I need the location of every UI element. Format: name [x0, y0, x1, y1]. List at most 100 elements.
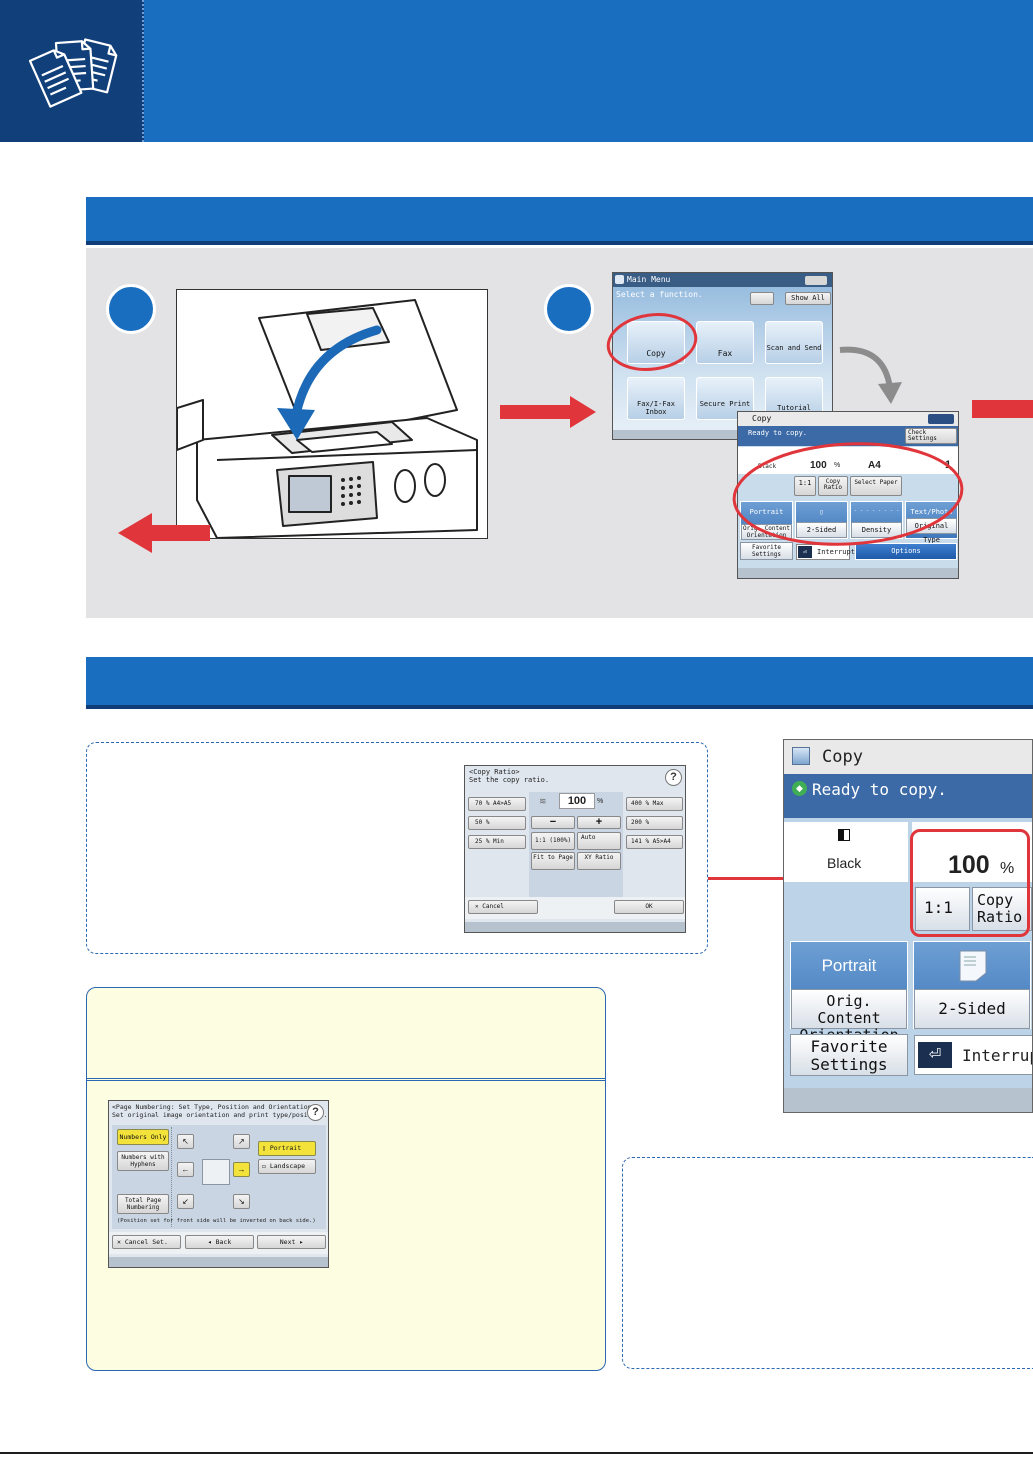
copy-ratio-button[interactable]: Copy Ratio: [818, 476, 848, 496]
landscape-button[interactable]: ▭ Landscape: [258, 1159, 316, 1174]
page-numbering-subtitle: Set original image orientation and print…: [112, 1111, 328, 1119]
orig-content-orientation-label: Orig. Content Orientation: [791, 989, 907, 1044]
portrait-button[interactable]: ▯ Portrait: [258, 1141, 316, 1156]
plus-button[interactable]: +: [577, 816, 621, 829]
portrait-label: Portrait: [821, 956, 877, 975]
preset-25-button[interactable]: 25 % Min: [468, 835, 526, 849]
back-arrow-icon: ◂: [207, 1238, 216, 1246]
curved-arrow: [839, 346, 902, 404]
copy-large-screen: Copy ◆ Ready to copy. Black 100 % 1:1 Co…: [783, 739, 1033, 1113]
next-button[interactable]: Next ▸: [257, 1235, 326, 1249]
footer-rule: [0, 1452, 1033, 1454]
options-divider: [171, 1127, 172, 1227]
ok-button[interactable]: OK: [614, 900, 684, 914]
copy-ratio-subtitle: Set the copy ratio.: [469, 776, 550, 784]
red-arrow-right-edge: [972, 400, 1033, 418]
preset-50-button[interactable]: 50 %: [468, 816, 526, 830]
show-all-button[interactable]: Show All: [785, 292, 831, 305]
top-right-position-icon[interactable]: ↗: [233, 1134, 250, 1149]
log-off-icon[interactable]: [805, 276, 827, 285]
one-to-one-button[interactable]: 1:1: [794, 476, 816, 496]
check-settings-button[interactable]: Check Settings: [905, 428, 957, 444]
density-button[interactable]: - - - - - - - - Density: [850, 501, 903, 539]
color-mode-label: Black: [827, 855, 862, 871]
copier-drawing: [176, 299, 478, 539]
select-paper-button[interactable]: Select Paper: [850, 476, 902, 496]
ready-icon: ◆: [792, 781, 807, 796]
one-to-one-button[interactable]: 1:1: [915, 887, 970, 931]
copy-large-status: Ready to copy.: [812, 780, 947, 799]
cancel-settings-button[interactable]: ✕ Cancel Set.: [112, 1235, 181, 1249]
landscape-icon: ▭: [262, 1162, 270, 1170]
one-to-one-button[interactable]: 1:1 (100%): [531, 832, 575, 850]
left-position-icon[interactable]: ←: [177, 1162, 194, 1177]
paper-size: A4: [868, 460, 881, 471]
xy-ratio-button[interactable]: XY Ratio: [577, 852, 621, 870]
two-sided-label: 2-Sided: [796, 522, 847, 538]
preset-200-button[interactable]: 200 %: [626, 816, 683, 830]
right-position-icon[interactable]: →: [233, 1162, 250, 1177]
ratio-unit: %: [1000, 860, 1015, 877]
home-icon: [615, 275, 624, 284]
top-left-position-icon[interactable]: ↖: [177, 1134, 194, 1149]
ratio-cell: [912, 822, 1032, 882]
ratio-value: 100: [948, 851, 990, 879]
ratio-adjust-icon: ≋: [539, 796, 547, 806]
fax-inbox-tile[interactable]: Fax/I-Fax Inbox: [627, 377, 685, 420]
minus-button[interactable]: −: [531, 816, 575, 829]
status-bar: [784, 1088, 1032, 1112]
bottom-left-position-icon[interactable]: ↙: [177, 1194, 194, 1209]
preset-141-button[interactable]: 141 % A5>A4: [626, 835, 683, 849]
ratio-highlight-box: [910, 829, 1030, 937]
tip-divider: [87, 1078, 605, 1081]
page-preview-icon: [202, 1159, 230, 1185]
log-off-icon[interactable]: [928, 414, 954, 424]
inversion-note: (Position set for front side will be inv…: [117, 1218, 316, 1224]
two-sided-label: 2-Sided: [914, 989, 1030, 1029]
portrait-icon: ▯: [262, 1144, 270, 1152]
ratio-value-field[interactable]: 100: [559, 793, 595, 809]
numbers-only-button[interactable]: Numbers Only: [117, 1129, 169, 1145]
ratio-value: 100: [810, 460, 827, 471]
help-icon[interactable]: ?: [307, 1104, 324, 1121]
shortcut-button[interactable]: [750, 292, 774, 305]
options-button[interactable]: Options: [855, 543, 957, 560]
red-arrow-left: [118, 513, 210, 553]
step-circle-1: [106, 284, 156, 334]
note-callout: [622, 1157, 1033, 1369]
copy-ratio-panel: <Copy Ratio> Set the copy ratio. ? ≋ 100…: [464, 765, 686, 933]
total-page-numbering-button[interactable]: Total Page Numbering: [117, 1194, 169, 1214]
two-sided-icon: [959, 950, 987, 982]
scan-and-send-tile[interactable]: Scan and Send: [765, 321, 823, 364]
numbers-with-hyphens-button[interactable]: Numbers with Hyphens: [117, 1151, 169, 1171]
two-sided-icon: ▯: [819, 508, 824, 516]
density-label: Density: [851, 522, 902, 538]
interrupt-button[interactable]: [914, 1035, 1032, 1075]
fit-to-page-button[interactable]: Fit to Page: [531, 852, 575, 870]
auto-button[interactable]: Auto: [577, 832, 621, 850]
copy-tile[interactable]: Copy: [627, 321, 685, 364]
color-mode-label: Black: [758, 463, 777, 470]
copy-large-titlebar: [784, 740, 1032, 774]
copy-app-icon: [792, 747, 810, 765]
page-numbering-title: <Page Numbering: Set Type, Position and …: [112, 1103, 316, 1111]
interrupt-icon: ⏎: [798, 546, 812, 558]
copy-ratio-button[interactable]: Copy Ratio: [972, 887, 1032, 931]
cancel-button[interactable]: ✕ Cancel: [468, 900, 538, 914]
bottom-right-position-icon[interactable]: ↘: [233, 1194, 250, 1209]
status-bar: [109, 1257, 328, 1267]
header-icon-box: [0, 0, 144, 142]
main-menu-prompt: Select a function.: [616, 290, 703, 299]
close-icon: ✕: [117, 1238, 125, 1246]
help-icon[interactable]: ?: [665, 769, 682, 786]
section-bar-1: [86, 197, 1033, 245]
density-scale-icon: - - - - - - - -: [853, 508, 900, 514]
favorite-settings-button[interactable]: Favorite Settings: [790, 1034, 908, 1076]
back-button[interactable]: ◂ Back: [185, 1235, 254, 1249]
preset-70-button[interactable]: 70 % A4>A5: [468, 797, 526, 811]
fax-tile[interactable]: Fax: [696, 321, 754, 364]
two-sided-button[interactable]: ▯ 2-Sided: [795, 501, 848, 539]
black-mode-icon: [838, 829, 850, 841]
preset-400-button[interactable]: 400 % Max: [626, 797, 683, 811]
favorite-settings-button[interactable]: Favorite Settings: [740, 542, 793, 560]
